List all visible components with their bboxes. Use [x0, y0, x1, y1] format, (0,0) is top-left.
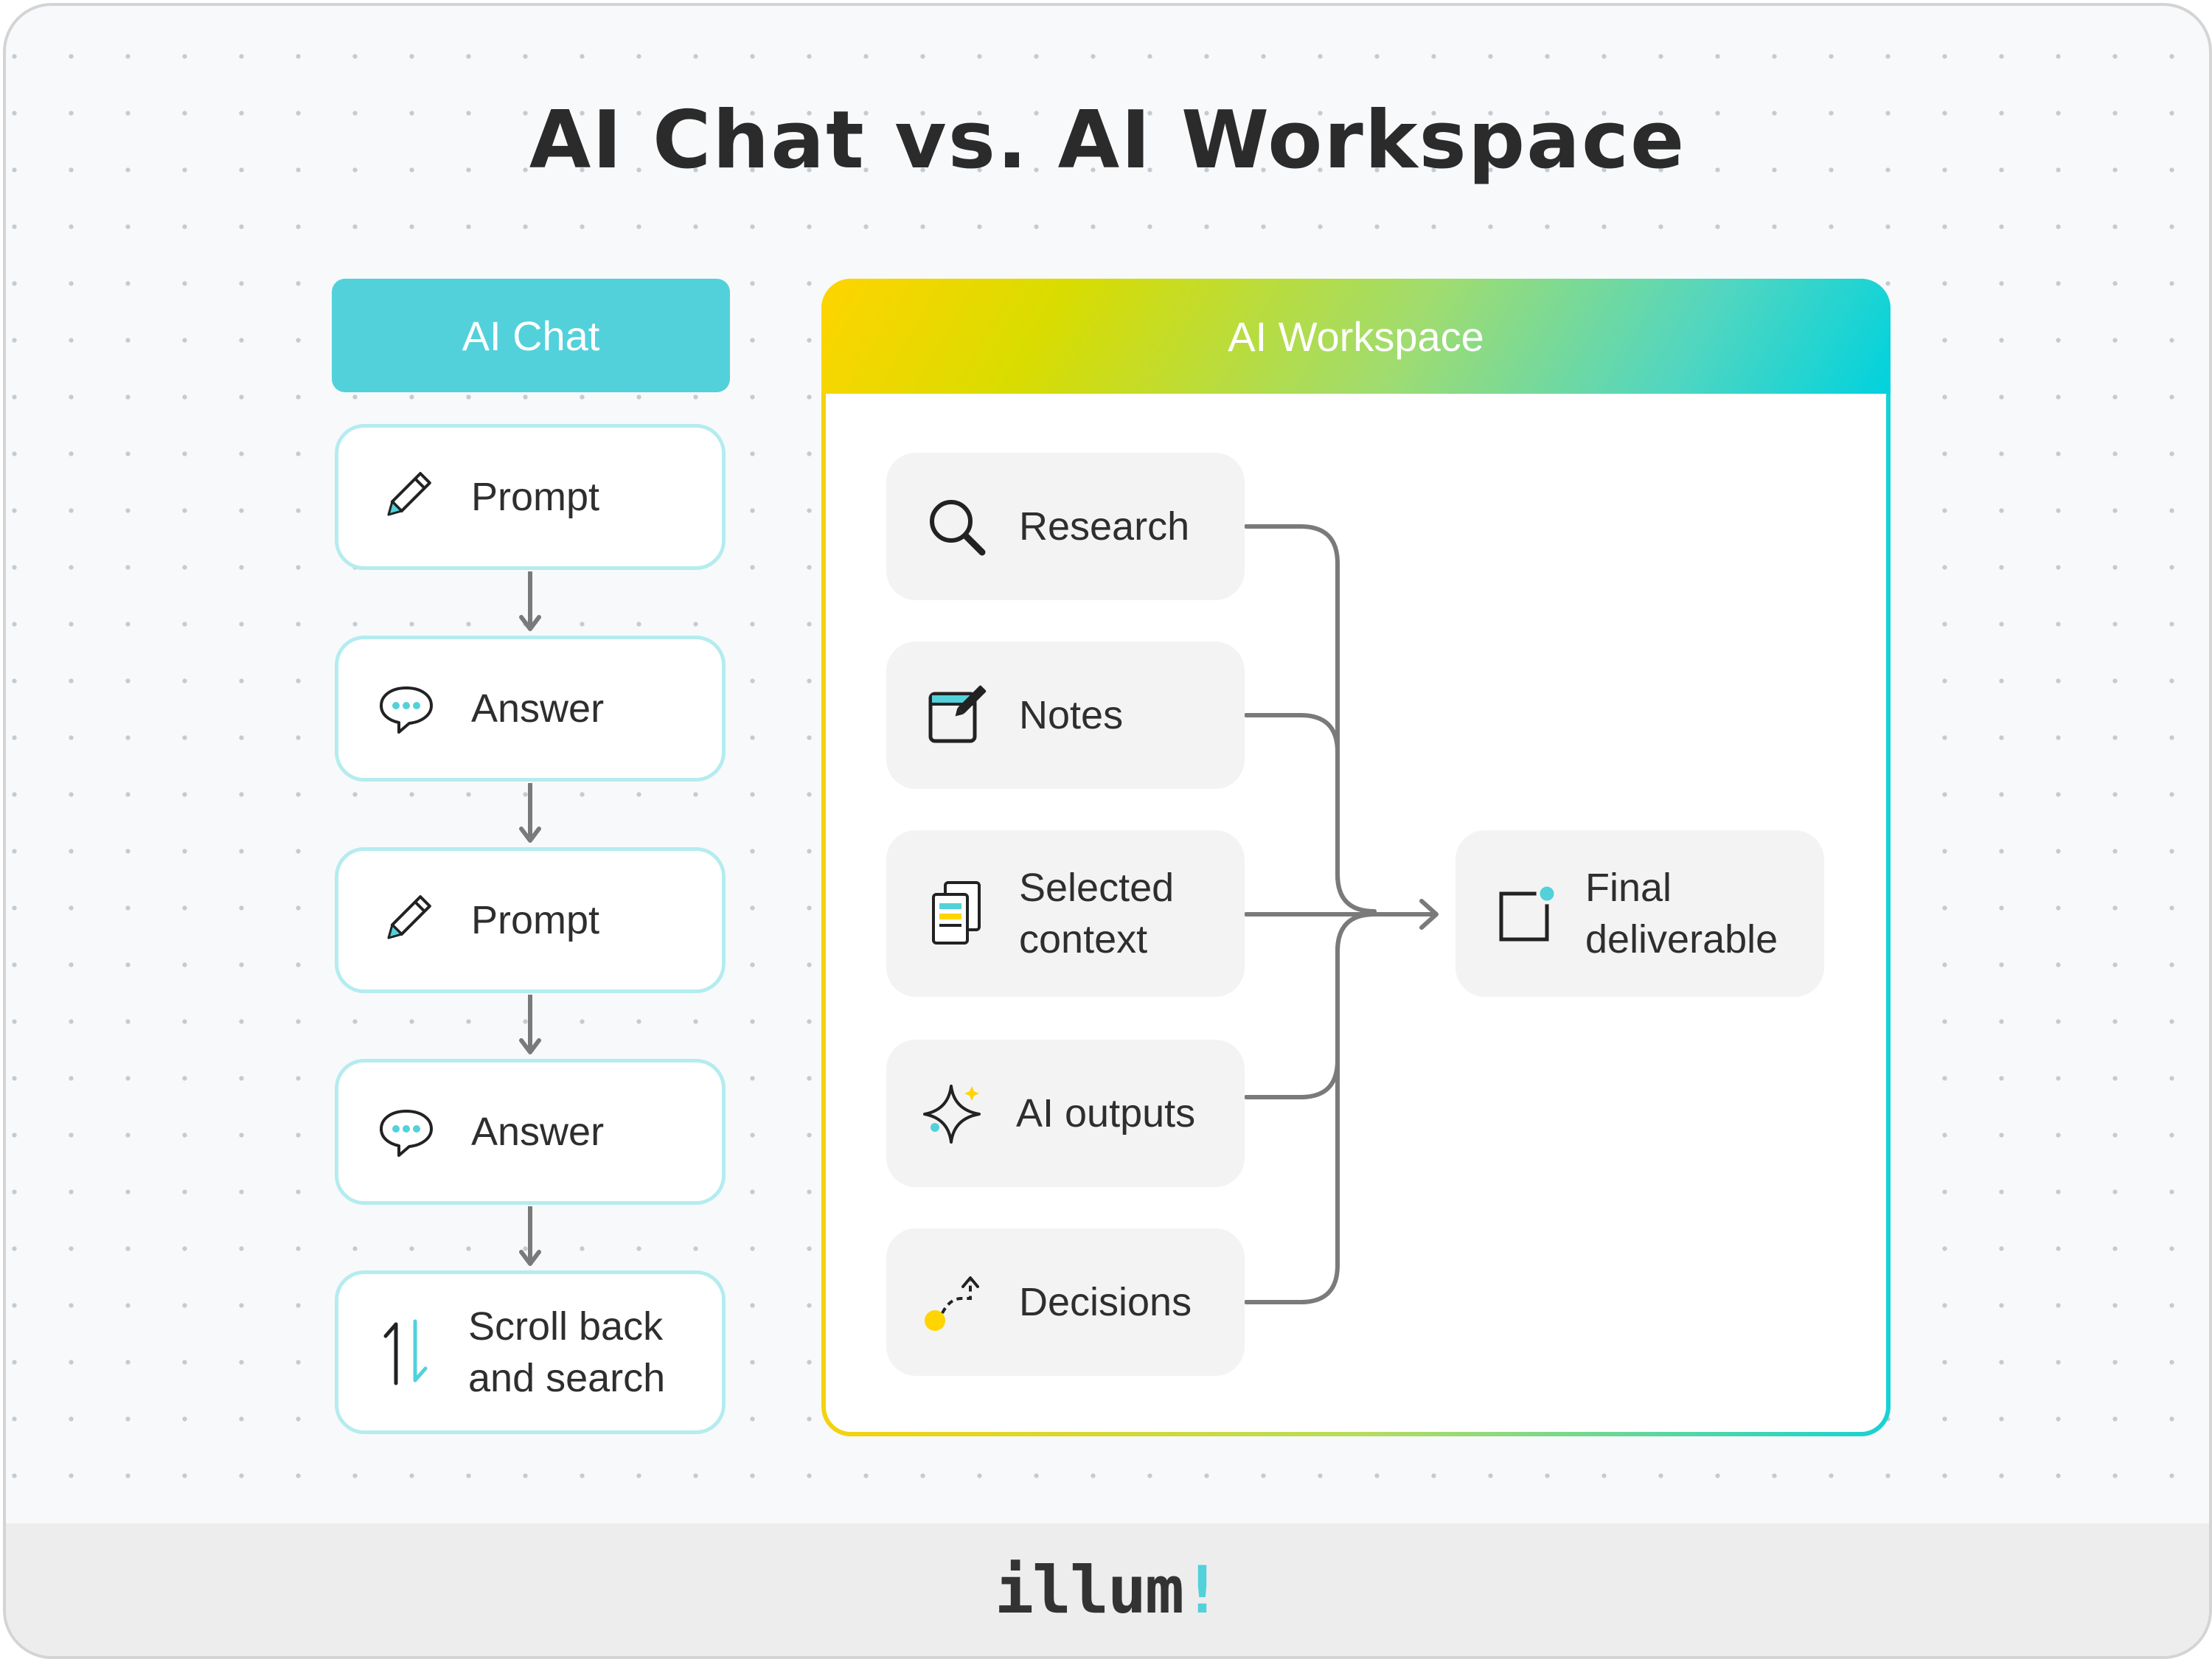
workspace-card-decisions: Decisions [886, 1228, 1245, 1376]
down-arrow-icon [519, 571, 541, 631]
workspace-card-label: Notes [1019, 692, 1124, 737]
workspace-card-notes: Notes [886, 641, 1245, 789]
label-line: and search [468, 1356, 666, 1400]
workspace-card-label: AI outputs [1016, 1091, 1196, 1135]
chat-step-label: Answer [471, 686, 605, 731]
workspace-card-label-multiline: Final deliverable [1585, 862, 1778, 965]
chat-step-answer-1: Answer [335, 636, 726, 782]
scroll-arrows-icon [383, 1319, 428, 1385]
label-line: Scroll back [468, 1304, 664, 1349]
chat-step-answer-2: Answer [335, 1059, 726, 1205]
chat-step-scroll-back: Scroll back and search [335, 1270, 726, 1434]
deliverable-icon [1499, 883, 1558, 942]
workspace-card-selected-context: Selected context [886, 830, 1245, 997]
workspace-card-label-multiline: Selected context [1019, 862, 1174, 965]
workspace-card-final-deliverable: Final deliverable [1455, 830, 1824, 997]
chat-step-prompt-2: Prompt [335, 847, 726, 993]
search-icon [930, 500, 986, 556]
chat-column-header: AI Chat [332, 279, 730, 392]
notes-icon [928, 685, 987, 743]
workspace-column-header: AI Workspace [821, 279, 1891, 394]
page-title: AI Chat vs. AI Workspace [529, 94, 1686, 187]
footer-bar: illum! [6, 1523, 2209, 1656]
down-arrow-icon [519, 783, 541, 843]
down-arrow-icon [519, 995, 541, 1054]
chat-step-label: Prompt [471, 474, 600, 519]
chat-step-prompt-1: Prompt [335, 424, 726, 570]
documents-icon [932, 881, 981, 945]
label-line: Selected [1019, 865, 1175, 910]
chat-step-label: Prompt [471, 897, 600, 942]
logo-accent: ! [1182, 1551, 1222, 1628]
pencil-icon [387, 895, 431, 939]
label-line: context [1019, 917, 1148, 961]
workspace-card-ai-outputs: AI outputs [886, 1040, 1245, 1187]
chat-bubble-icon [380, 686, 433, 734]
label-line: Final [1585, 865, 1672, 910]
chat-bubble-icon [380, 1110, 433, 1157]
chat-step-label: Answer [471, 1109, 605, 1154]
label-line: deliverable [1585, 917, 1778, 961]
workspace-card-research: Research [886, 453, 1245, 600]
brand-logo: illum! [995, 1551, 1222, 1628]
chat-step-label-multiline: Scroll back and search [468, 1301, 665, 1404]
logo-text: illum [995, 1551, 1184, 1628]
workspace-card-label: Decisions [1019, 1279, 1192, 1324]
workspace-card-label: Research [1019, 504, 1190, 549]
down-arrow-icon [519, 1206, 541, 1266]
sparkle-icon [923, 1085, 981, 1144]
pencil-icon [387, 472, 431, 516]
decision-path-icon [925, 1276, 979, 1331]
infographic-frame: AI Chat vs. AI Workspace AI Chat Prompt … [3, 3, 2212, 1659]
